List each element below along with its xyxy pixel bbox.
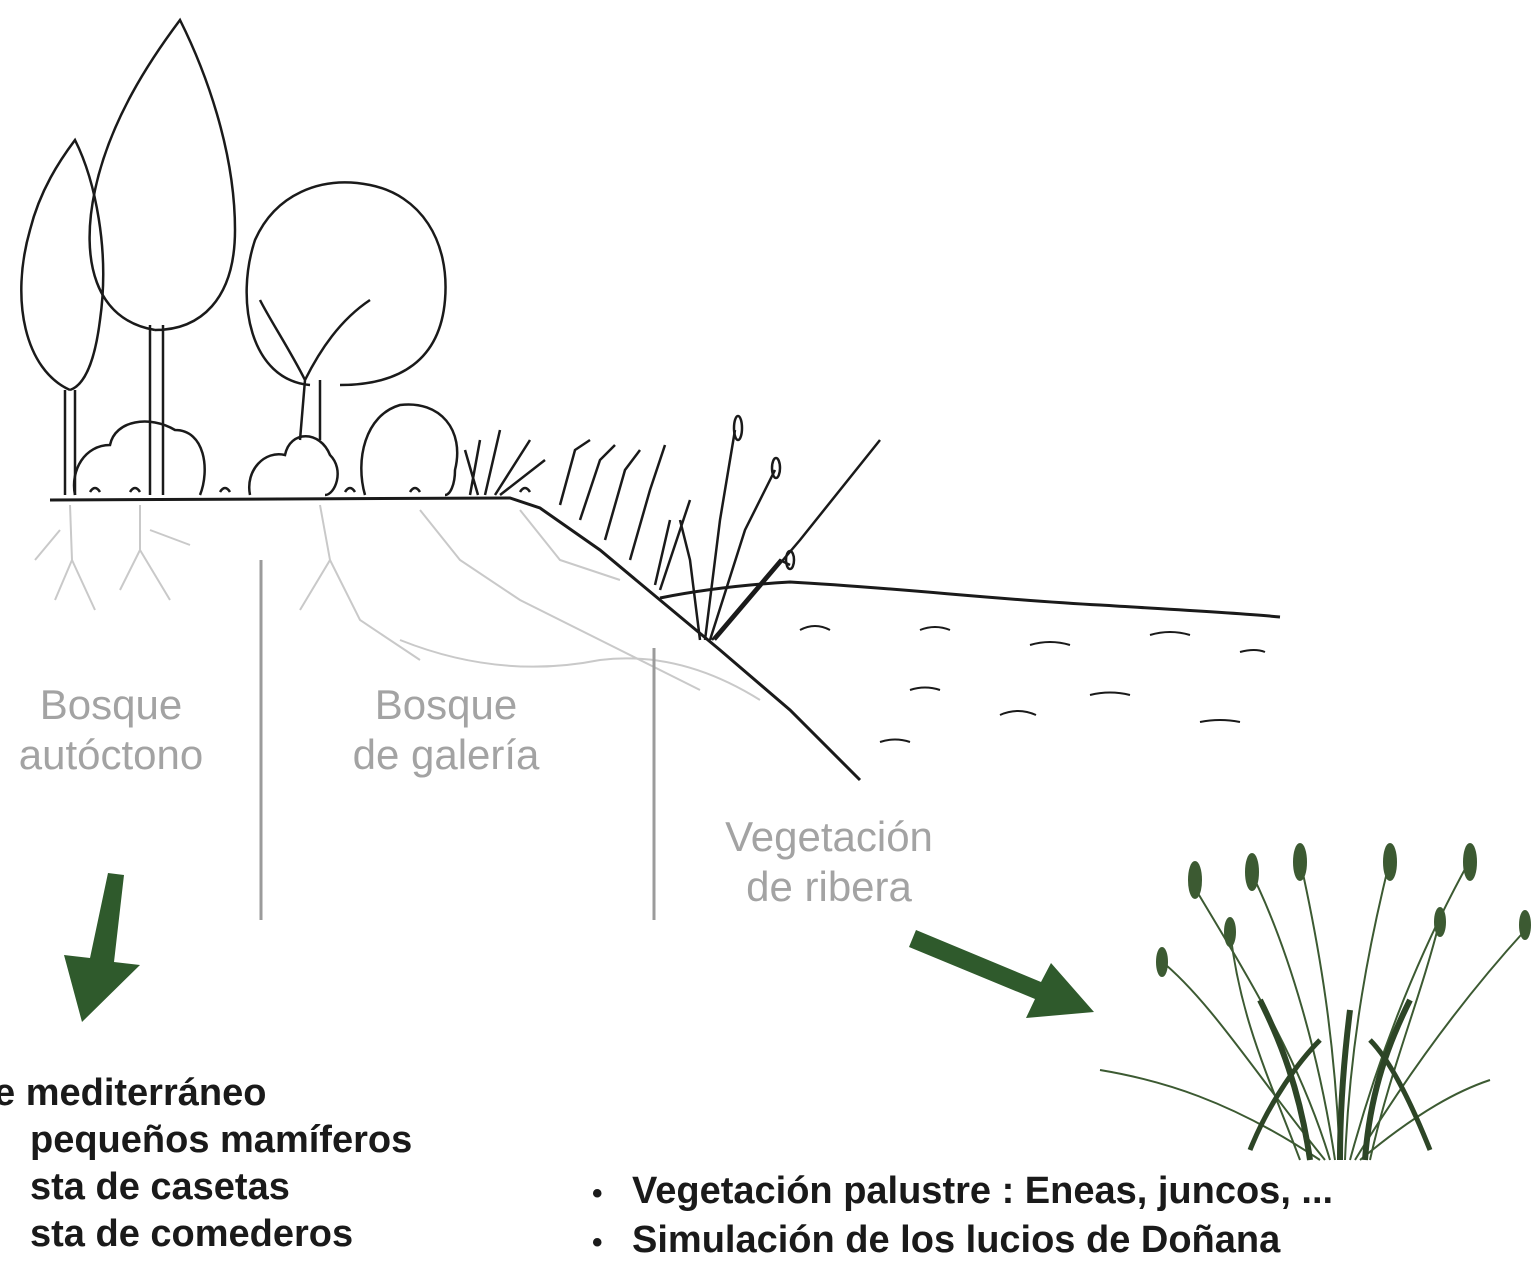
zone-label-line: Bosque bbox=[39, 681, 183, 728]
list-item: e mediterráneo bbox=[0, 1072, 267, 1114]
shrub-1 bbox=[72, 420, 206, 496]
ground-profile bbox=[49, 496, 1281, 782]
reeds bbox=[678, 429, 881, 641]
water-surface bbox=[659, 580, 1281, 619]
root-sketch bbox=[34, 504, 761, 701]
zone-label-line: de ribera bbox=[746, 863, 912, 910]
list-item: • Simulación de los lucios de Doñana bbox=[592, 1217, 1333, 1266]
poplar-tree-tall bbox=[88, 17, 237, 495]
list-item: sta de comederos bbox=[30, 1213, 354, 1255]
water-ripples bbox=[799, 625, 1266, 743]
zone-label-vegetacion-ribera: Vegetación de ribera bbox=[700, 812, 958, 912]
shrub-2 bbox=[247, 435, 339, 497]
bullet-icon: • bbox=[592, 1226, 603, 1259]
list-item: pequeños mamíferos bbox=[30, 1119, 413, 1161]
list-item-text: Simulación de los lucios de Doñana bbox=[632, 1219, 1281, 1261]
list-item: sta de casetas bbox=[30, 1166, 290, 1208]
zone-label-line: Vegetación bbox=[725, 813, 933, 860]
trees-sketch bbox=[20, 17, 881, 641]
arrow-right-icon bbox=[909, 930, 1094, 1018]
list-item-text: Vegetación palustre : Eneas, juncos, ... bbox=[632, 1170, 1334, 1212]
zone-label-bosque-galeria: Bosque de galería bbox=[330, 680, 562, 780]
left-bullet-list: e mediterráneo pequeños mamíferos sta de… bbox=[0, 1070, 412, 1258]
shrub-3 bbox=[360, 403, 459, 497]
poplar-tree-left bbox=[20, 137, 105, 495]
grass-clump-image bbox=[1099, 843, 1531, 1161]
list-item: • Vegetación palustre : Eneas, juncos, ..… bbox=[592, 1168, 1333, 1217]
slope-plants bbox=[558, 438, 692, 591]
zone-label-bosque-autoctono: Bosque autóctono bbox=[0, 680, 222, 780]
bullet-icon: • bbox=[592, 1177, 603, 1210]
zone-label-line: autóctono bbox=[18, 731, 204, 778]
zone-label-line: de galería bbox=[352, 731, 540, 778]
zone-label-line: Bosque bbox=[374, 681, 518, 728]
right-bullet-list: • Vegetación palustre : Eneas, juncos, ..… bbox=[592, 1168, 1333, 1266]
round-tree bbox=[245, 181, 447, 441]
arrow-down-icon bbox=[64, 873, 140, 1022]
grass-tuft bbox=[463, 429, 546, 496]
